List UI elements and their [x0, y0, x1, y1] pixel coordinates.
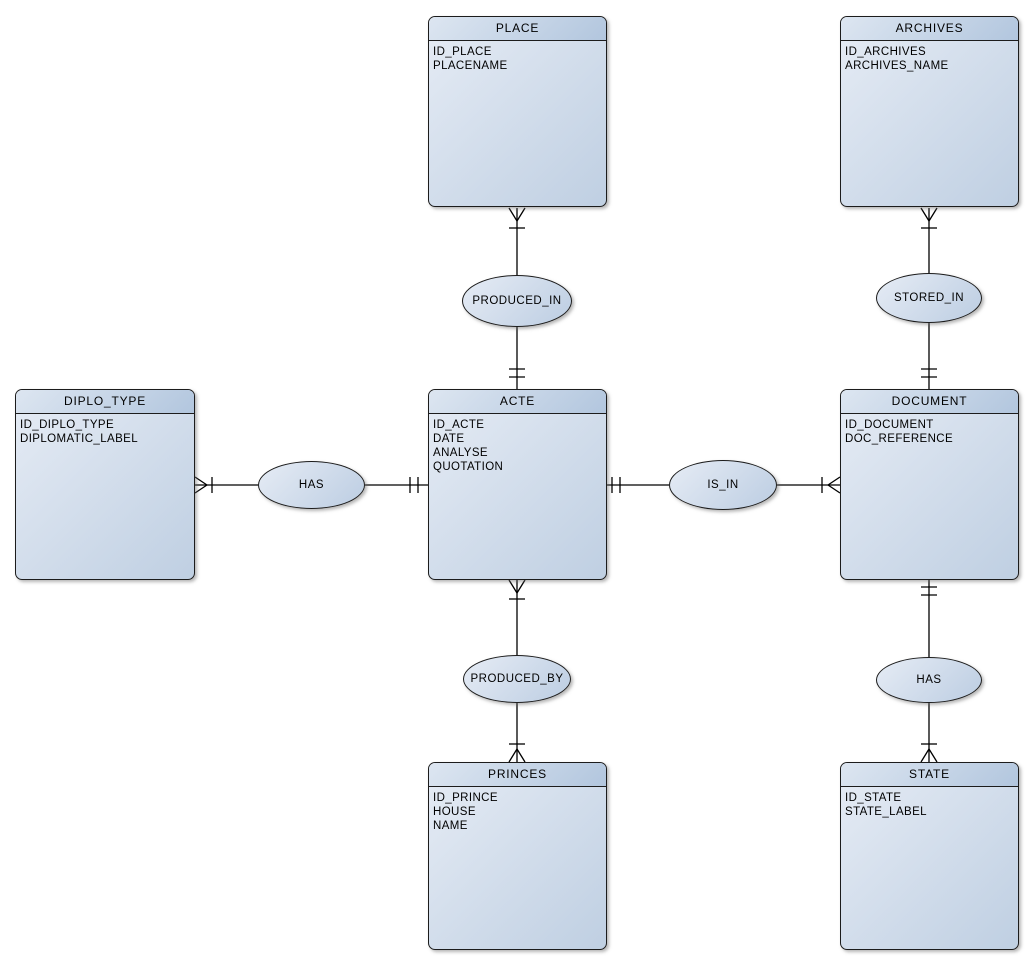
- attribute-row: ID_STATE: [845, 792, 902, 804]
- attribute-row: QUOTATION: [433, 461, 504, 473]
- crowsfoot-many-place: [508, 207, 526, 222]
- attribute-row: ID_PRINCE: [433, 792, 498, 804]
- relationship-label: PRODUCED_IN: [472, 295, 562, 307]
- entity-place-attributes: ID_PLACE PLACENAME: [429, 41, 606, 73]
- relationship-is-in[interactable]: IS_IN: [669, 460, 777, 510]
- crowsfoot-many-princes: [508, 748, 526, 763]
- relationship-label: IS_IN: [707, 479, 739, 491]
- attribute-row: ID_ACTE: [433, 419, 485, 431]
- relationship-stored-in[interactable]: STORED_IN: [876, 273, 982, 323]
- entity-document-title: DOCUMENT: [841, 390, 1018, 414]
- double-tick-document: [921, 368, 937, 378]
- double-tick-acte-right: [611, 477, 621, 493]
- attribute-row: ANALYSE: [433, 447, 488, 459]
- entity-acte-title: ACTE: [429, 390, 606, 414]
- relationship-label: HAS: [916, 674, 942, 686]
- crowsfoot-many-diplotype: [194, 476, 208, 494]
- attribute-row: ID_DOCUMENT: [845, 419, 934, 431]
- entity-diplo-type[interactable]: DIPLO_TYPE ID_DIPLO_TYPE DIPLOMATIC_LABE…: [15, 389, 195, 580]
- crowsfoot-many-document: [827, 476, 841, 494]
- crowsfoot-many-state: [920, 748, 938, 763]
- entity-state[interactable]: STATE ID_STATE STATE_LABEL: [840, 762, 1019, 950]
- relationship-label: PRODUCED_BY: [470, 673, 564, 685]
- relationship-label: STORED_IN: [893, 292, 965, 304]
- attribute-row: HOUSE: [433, 806, 476, 818]
- entity-archives-title: ARCHIVES: [841, 17, 1018, 41]
- entity-document-attributes: ID_DOCUMENT DOC_REFERENCE: [841, 414, 1018, 446]
- double-tick-acte: [509, 368, 525, 378]
- entity-acte-attributes: ID_ACTE DATE ANALYSE QUOTATION: [429, 414, 606, 474]
- entity-place-title: PLACE: [429, 17, 606, 41]
- entity-diplo-type-title: DIPLO_TYPE: [16, 390, 194, 414]
- entity-diplo-type-attributes: ID_DIPLO_TYPE DIPLOMATIC_LABEL: [16, 414, 194, 446]
- attribute-row: STATE_LABEL: [845, 806, 927, 818]
- relationship-has-diplo[interactable]: HAS: [258, 461, 365, 509]
- attribute-row: DATE: [433, 433, 465, 445]
- relationship-produced-by[interactable]: PRODUCED_BY: [463, 655, 571, 703]
- attribute-row: ID_ARCHIVES: [845, 46, 927, 58]
- entity-document[interactable]: DOCUMENT ID_DOCUMENT DOC_REFERENCE: [840, 389, 1019, 580]
- relationship-label: HAS: [298, 479, 325, 491]
- entity-archives[interactable]: ARCHIVES ID_ARCHIVES ARCHIVES_NAME: [840, 16, 1019, 207]
- entity-princes-title: PRINCES: [429, 763, 606, 787]
- entity-archives-attributes: ID_ARCHIVES ARCHIVES_NAME: [841, 41, 1018, 73]
- entity-princes[interactable]: PRINCES ID_PRINCE HOUSE NAME: [428, 762, 607, 950]
- attribute-row: NAME: [433, 820, 468, 832]
- entity-state-title: STATE: [841, 763, 1018, 787]
- entity-princes-attributes: ID_PRINCE HOUSE NAME: [429, 787, 606, 833]
- entity-state-attributes: ID_STATE STATE_LABEL: [841, 787, 1018, 819]
- attribute-row: DOC_REFERENCE: [845, 433, 954, 445]
- relationship-has-state[interactable]: HAS: [876, 657, 982, 703]
- double-tick-acte-left: [409, 477, 419, 493]
- attribute-row: PLACENAME: [433, 60, 508, 72]
- entity-acte[interactable]: ACTE ID_ACTE DATE ANALYSE QUOTATION: [428, 389, 607, 580]
- attribute-row: ARCHIVES_NAME: [845, 60, 949, 72]
- attribute-row: ID_DIPLO_TYPE: [20, 419, 115, 431]
- attribute-row: DIPLOMATIC_LABEL: [20, 433, 139, 445]
- double-tick-document-bottom: [921, 586, 937, 596]
- attribute-row: ID_PLACE: [433, 46, 492, 58]
- relationship-produced-in[interactable]: PRODUCED_IN: [462, 275, 572, 327]
- entity-place[interactable]: PLACE ID_PLACE PLACENAME: [428, 16, 607, 207]
- crowsfoot-many-archives: [920, 207, 938, 222]
- crowsfoot-many-acte-bottom: [508, 579, 526, 594]
